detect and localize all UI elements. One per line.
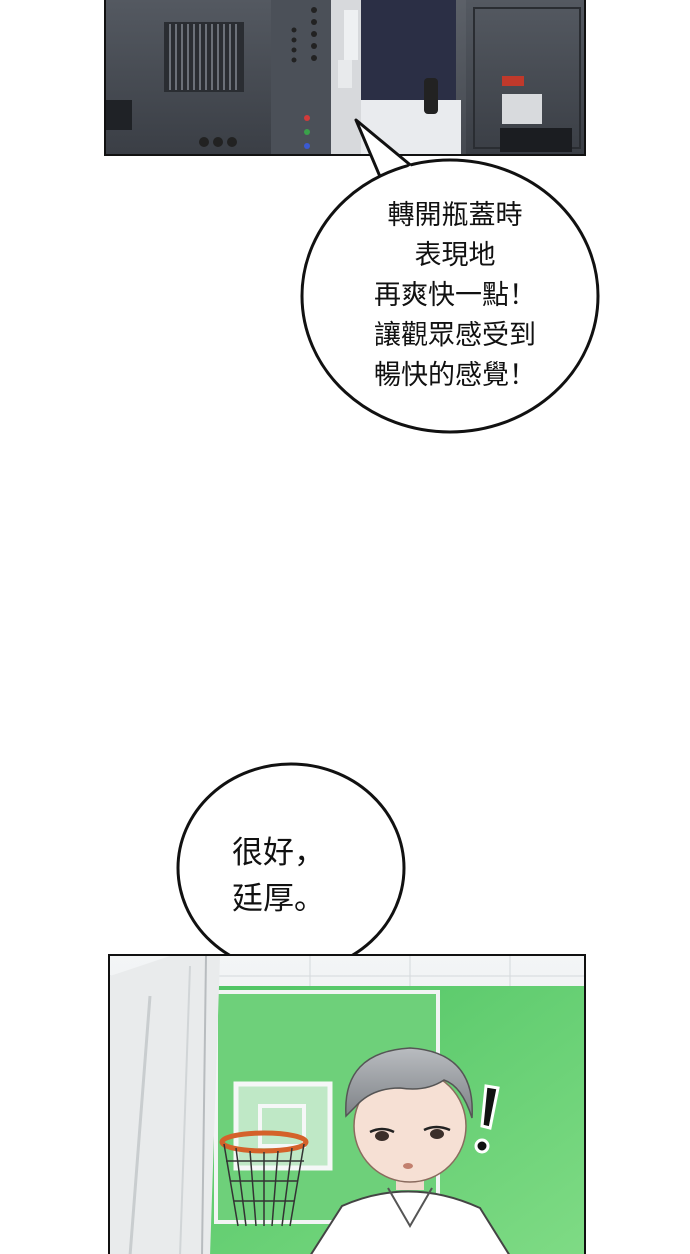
machine-illustration: [106, 0, 584, 154]
bubble-bottom-line: 廷厚。: [232, 881, 325, 917]
speech-bubble-bottom-text: 很好， 廷厚。: [232, 830, 372, 922]
speech-bubble-top-text: 轉開瓶蓋時 表現地 再爽快一點！ 讓觀眾感受到 暢快的感覺！: [330, 196, 580, 396]
bubble-bottom-line: 很好，: [232, 835, 325, 871]
bubble-top-line: 暢快的感覺！: [374, 360, 536, 391]
bubble-top-line: 轉開瓶蓋時: [387, 200, 523, 231]
comic-panel-machine: [104, 0, 586, 156]
comic-panel-gym: [108, 954, 586, 1254]
bubble-top-line: 再爽快一點！: [374, 280, 536, 311]
bubble-top-line: 讓觀眾感受到: [374, 320, 536, 351]
bubble-top-line: 表現地: [414, 240, 496, 271]
gym-illustration: [110, 956, 584, 1254]
speech-bubble-top: [300, 118, 600, 434]
